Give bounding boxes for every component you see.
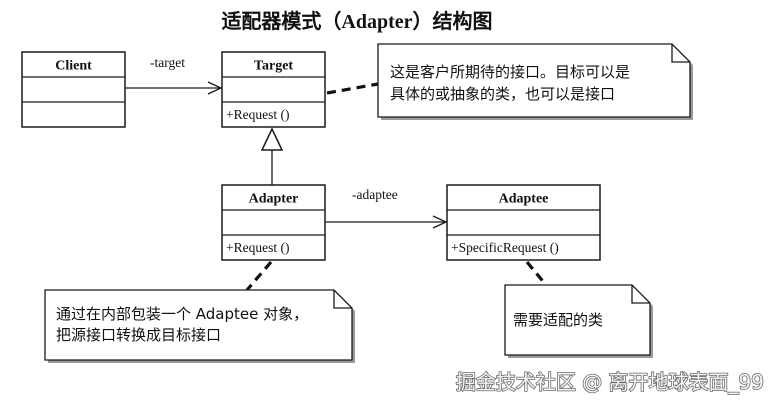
note-text-line: 需要适配的类	[513, 311, 603, 329]
class-adaptee: Adaptee +SpecificRequest ()	[446, 184, 601, 261]
note-text-line: 通过在内部包装一个 Adaptee 对象，	[56, 305, 308, 323]
open-arrowhead	[432, 215, 448, 229]
note-anchor-line	[245, 260, 273, 292]
class-name: Client	[55, 59, 92, 74]
class-box	[21, 51, 126, 128]
note-text-line: 这是客户所期待的接口。目标可以是	[390, 63, 630, 81]
note-dog-ear	[671, 44, 690, 63]
open-arrowhead	[207, 81, 223, 95]
class-operation: +Request ()	[226, 107, 289, 122]
class-box	[446, 184, 601, 261]
association-role-label: -target	[150, 55, 185, 70]
hollow-triangle-arrowhead	[260, 127, 284, 151]
association-adapter-adaptee: -adaptee	[325, 187, 448, 229]
note-dog-ear	[333, 290, 352, 309]
note-adaptee: 需要适配的类	[504, 260, 653, 358]
class-box	[221, 184, 326, 261]
class-operation: +SpecificRequest ()	[451, 240, 559, 255]
association-client-target: -target	[125, 55, 223, 95]
note-adapter: 通过在内部包装一个 Adaptee 对象， 把源接口转换成目标接口	[44, 260, 355, 363]
class-adapter: Adapter +Request ()	[221, 184, 326, 261]
diagram-title: 适配器模式（Adapter）结构图	[221, 9, 492, 33]
note-shape	[504, 284, 651, 356]
class-name: Adaptee	[499, 192, 549, 207]
watermark: 掘金技术社区 @ 离开地球表面_99	[456, 370, 764, 394]
note-anchor-line	[326, 82, 379, 95]
class-target: Target +Request ()	[221, 51, 326, 128]
note-shape	[377, 43, 691, 118]
generalization-adapter-target	[260, 127, 284, 185]
note-shape	[44, 289, 353, 361]
class-box	[221, 51, 326, 128]
class-client: Client	[21, 51, 126, 128]
note-target: 这是客户所期待的接口。目标可以是 具体的或抽象的类，也可以是接口	[326, 43, 693, 120]
note-text-line: 把源接口转换成目标接口	[56, 326, 221, 344]
note-anchor-line	[525, 260, 548, 287]
class-name: Adapter	[249, 192, 299, 207]
class-name: Target	[254, 59, 293, 74]
note-dog-ear	[631, 285, 650, 304]
association-role-label: -adaptee	[352, 187, 398, 202]
note-text-line: 具体的或抽象的类，也可以是接口	[390, 85, 615, 103]
class-operation: +Request ()	[226, 240, 289, 255]
